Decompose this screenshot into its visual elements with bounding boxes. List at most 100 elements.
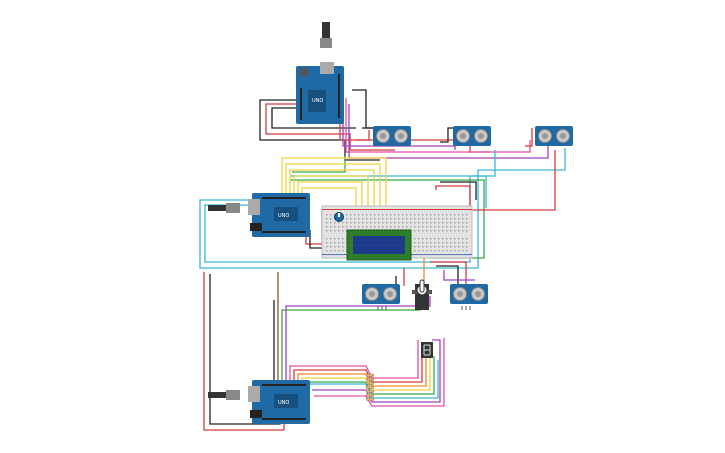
breadboard-hole (378, 218, 380, 220)
breadboard-hole (434, 246, 436, 248)
breadboard-hole (330, 246, 332, 248)
breadboard-hole (454, 214, 456, 216)
breadboard-hole (374, 222, 376, 224)
breadboard-hole (390, 222, 392, 224)
wire (430, 261, 467, 286)
arduino-logo-text: UNO (278, 213, 289, 219)
breadboard-hole (414, 226, 416, 228)
lcd-16x2[interactable] (346, 229, 412, 261)
breadboard-hole (438, 214, 440, 216)
breadboard-hole (462, 226, 464, 228)
breadboard-hole (438, 230, 440, 232)
resistor-icon[interactable] (365, 373, 375, 377)
breadboard-hole (394, 222, 396, 224)
breadboard-hole (418, 226, 420, 228)
breadboard-hole (350, 222, 352, 224)
breadboard-hole (354, 214, 356, 216)
resistor-icon[interactable] (365, 377, 375, 381)
breadboard-hole (398, 218, 400, 220)
breadboard-hole (462, 222, 464, 224)
breadboard-hole (450, 226, 452, 228)
breadboard-hole (422, 218, 424, 220)
breadboard-hole (362, 222, 364, 224)
breadboard-hole (398, 222, 400, 224)
breadboard-hole (334, 222, 336, 224)
breadboard-hole (354, 226, 356, 228)
breadboard-hole (342, 226, 344, 228)
breadboard-hole (358, 218, 360, 220)
breadboard-hole (430, 230, 432, 232)
breadboard-hole (442, 230, 444, 232)
breadboard-hole (350, 218, 352, 220)
breadboard-hole (398, 226, 400, 228)
breadboard-hole (334, 254, 336, 256)
ultrasonic-sensor-top-1[interactable] (373, 126, 411, 146)
potentiometer[interactable] (334, 212, 344, 222)
breadboard-hole (462, 230, 464, 232)
resistor-icon[interactable] (365, 389, 375, 393)
breadboard-hole (426, 230, 428, 232)
breadboard-hole (462, 238, 464, 240)
breadboard-hole (382, 222, 384, 224)
ultrasonic-sensor-top-3[interactable] (535, 126, 573, 146)
wire (281, 157, 387, 232)
resistor-icon[interactable] (365, 381, 375, 385)
breadboard-hole (378, 226, 380, 228)
breadboard-hole (458, 222, 460, 224)
breadboard-hole (426, 238, 428, 240)
breadboard-hole (434, 254, 436, 256)
breadboard-hole (338, 254, 340, 256)
arduino-uno-middle[interactable]: UNO (208, 193, 310, 237)
breadboard-hole (446, 218, 448, 220)
breadboard-hole (414, 214, 416, 216)
arduino-uno-bottom[interactable]: UNO (208, 380, 310, 424)
wire (293, 175, 369, 232)
servo-motor[interactable] (412, 279, 432, 310)
resistor-icon[interactable] (365, 385, 375, 389)
resistor-icon[interactable] (365, 393, 375, 397)
breadboard-hole (366, 218, 368, 220)
breadboard-hole (418, 214, 420, 216)
breadboard-hole (414, 218, 416, 220)
wire (348, 104, 549, 159)
ultrasonic-sensor-top-2[interactable] (453, 126, 491, 146)
breadboard-hole (378, 214, 380, 216)
breadboard-hole (422, 226, 424, 228)
breadboard-hole (406, 222, 408, 224)
wire (293, 344, 423, 383)
breadboard-hole (334, 238, 336, 240)
breadboard-hole (450, 214, 452, 216)
breadboard-hole (402, 218, 404, 220)
breadboard-hole (458, 242, 460, 244)
breadboard-hole (366, 214, 368, 216)
wire (312, 339, 441, 403)
breadboard-hole (418, 238, 420, 240)
breadboard-hole (434, 218, 436, 220)
breadboard-hole (442, 254, 444, 256)
arduino-uno-top[interactable]: UNO (296, 22, 344, 124)
breadboard-hole (430, 238, 432, 240)
breadboard-hole (442, 214, 444, 216)
seven-segment-display[interactable] (421, 342, 433, 358)
ultrasonic-sensor-bottom-2[interactable] (450, 284, 488, 304)
breadboard-hole (378, 222, 380, 224)
breadboard-hole (438, 242, 440, 244)
breadboard-hole (334, 230, 336, 232)
wire (265, 103, 395, 151)
breadboard-hole (462, 242, 464, 244)
breadboard-hole (338, 238, 340, 240)
breadboard-hole (446, 250, 448, 252)
wire (259, 99, 380, 161)
ultrasonic-sensor-bottom-1[interactable] (362, 284, 400, 304)
sensor-pins (377, 306, 471, 310)
arduino-logo-text: UNO (278, 400, 289, 406)
breadboard-hole (454, 250, 456, 252)
breadboard-hole (430, 218, 432, 220)
breadboard-hole (390, 218, 392, 220)
resistor-icon[interactable] (365, 397, 375, 401)
breadboard-hole (394, 218, 396, 220)
breadboard-hole (426, 246, 428, 248)
breadboard-hole (450, 254, 452, 256)
breadboard-hole (342, 250, 344, 252)
breadboard-hole (326, 246, 328, 248)
